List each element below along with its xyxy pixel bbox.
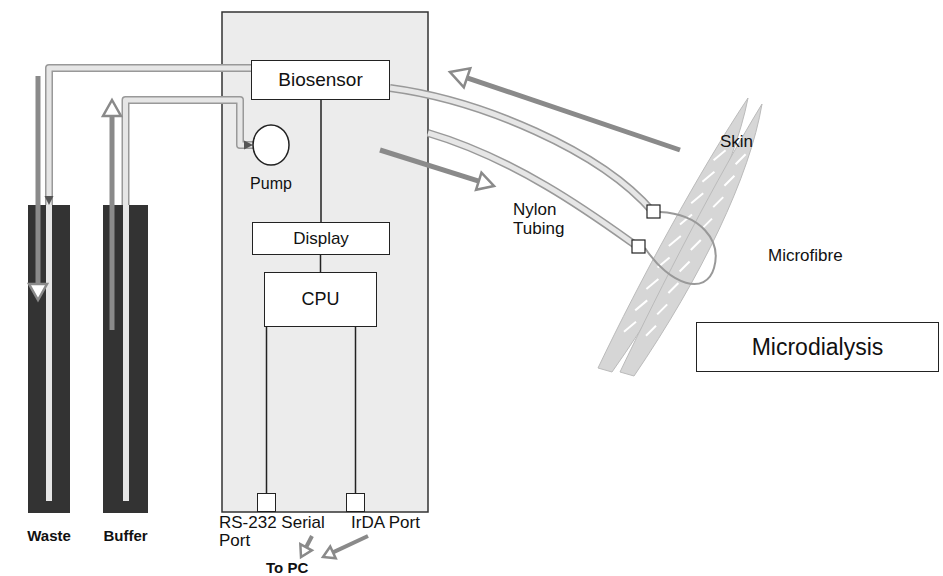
node-label: Pump (250, 175, 292, 193)
skin-texture (691, 193, 703, 203)
flow-arrowhead (300, 544, 312, 557)
cpu-box: CPU (264, 272, 377, 327)
node-label: Biosensor (278, 69, 363, 91)
skin-texture (724, 176, 734, 186)
flow-arrow (467, 78, 680, 150)
pump-circle (253, 125, 289, 165)
microfibre-label: Microfibre (768, 246, 843, 265)
tube-connector (632, 240, 645, 253)
wire-connector (266, 327, 267, 493)
node-label: Display (293, 229, 349, 249)
tube-outline (428, 133, 638, 247)
tube-in-bottle (123, 205, 129, 501)
tubing-label: Nylon Tubing (513, 200, 579, 238)
flow-arrow (333, 536, 368, 552)
tube-connector (45, 68, 252, 205)
skin-texture (702, 219, 712, 229)
skin-texture (680, 261, 690, 271)
tube-connector (647, 205, 660, 218)
wire (355, 327, 357, 493)
nylon-tube (428, 133, 638, 247)
flow-arrowhead (476, 173, 494, 190)
buffer-bottle: Buffer (103, 205, 148, 513)
wire (266, 327, 268, 493)
irda-port: IrDA Port (346, 493, 365, 512)
skin-texture (624, 150, 746, 336)
tube-in-bottle (46, 205, 52, 501)
display-box: Display (252, 222, 390, 255)
arrowhead (244, 141, 253, 150)
flow-arrowhead (103, 100, 121, 116)
flow-arrow (306, 536, 312, 547)
node-label: Waste (27, 527, 71, 544)
node-label: IrDA Port (351, 514, 420, 532)
skin-texture (635, 300, 647, 310)
wire (320, 100, 322, 222)
arrowhead (45, 196, 54, 205)
skin-texture (669, 236, 681, 246)
wire (320, 255, 322, 272)
flow-arrow (380, 150, 479, 181)
skin-texture (657, 304, 667, 314)
node-label: CPU (301, 289, 339, 310)
to-pc-label: To PC (266, 559, 308, 576)
skin-texture (702, 172, 714, 182)
serial-port: RS-232 Serial Port (257, 493, 276, 512)
caption-box: Microdialysis (696, 322, 939, 372)
node-label: Buffer (103, 527, 147, 544)
microfibre (645, 212, 716, 284)
tube-outline (49, 68, 251, 205)
node-label: RS-232 Serial Port (219, 514, 339, 550)
tube-outline (390, 88, 653, 212)
nylon-tube (390, 88, 653, 212)
skin-texture (646, 279, 658, 289)
skin-texture (713, 197, 723, 207)
wire-connector (321, 100, 322, 222)
flow-arrowhead (450, 68, 470, 87)
skin-texture (736, 154, 746, 164)
flow-arrowhead (323, 546, 336, 558)
biosensor-box: Biosensor (251, 60, 390, 100)
wire-connector (320, 255, 321, 272)
skin-texture (624, 322, 636, 332)
skin-texture (646, 326, 656, 336)
pump: Pump (253, 125, 289, 165)
waste-bottle: Waste (28, 205, 70, 513)
pump-circle (253, 125, 289, 165)
wire-connector (355, 327, 356, 493)
skin-label: Skin (720, 132, 753, 151)
tube-connector (126, 100, 254, 205)
skin-texture (714, 150, 726, 160)
tube (49, 68, 251, 205)
tube-outline (126, 100, 254, 205)
tube (126, 100, 254, 205)
node-label: Microdialysis (752, 334, 884, 361)
skin-texture (691, 240, 701, 250)
skin-texture (668, 283, 678, 293)
